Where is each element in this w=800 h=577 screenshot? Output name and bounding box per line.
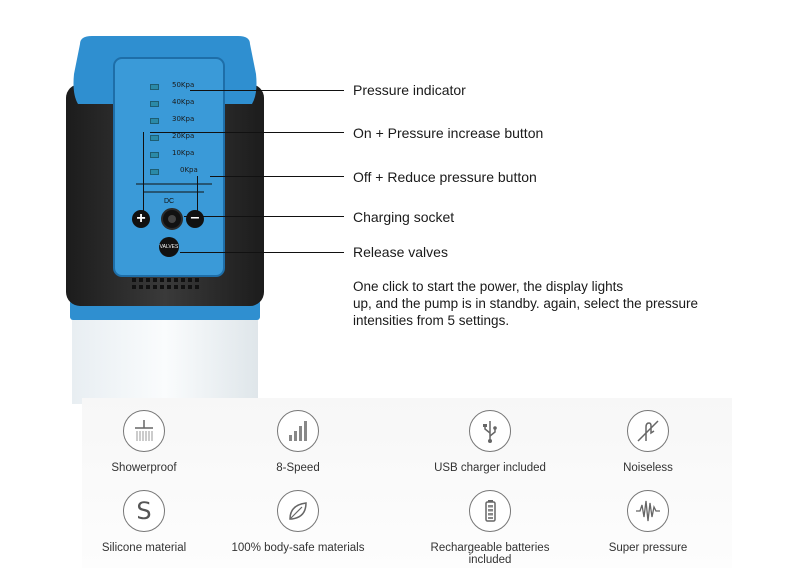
scale-label: 50Kpa: [172, 81, 195, 89]
callout-pressure-indicator: Pressure indicator: [353, 82, 466, 98]
battery-icon: [469, 490, 511, 532]
feature-label: 8-Speed: [276, 462, 320, 474]
leader-line: [150, 132, 344, 133]
scale-label: 20Kpa: [172, 132, 195, 140]
shower-icon: [123, 410, 165, 452]
leader-line: [143, 132, 144, 214]
pressure-led: [150, 152, 159, 158]
pressure-led: [150, 169, 159, 175]
pressure-led: [150, 135, 159, 141]
pump-device-body: [66, 36, 264, 404]
description: One click to start the power, the displa…: [353, 278, 773, 329]
pump-tube: [72, 304, 258, 404]
callout-reduce-button: Off + Reduce pressure button: [353, 169, 537, 185]
feature-super-pressure: Super pressure: [568, 490, 728, 554]
feature-8-speed: 8-Speed: [218, 410, 378, 474]
leader-line: [197, 176, 198, 214]
feature-label: 100% body-safe materials: [231, 542, 365, 554]
feature-noiseless: Noiseless: [568, 410, 728, 474]
pressure-increase-button[interactable]: +: [132, 210, 150, 228]
leaf-icon: [277, 490, 319, 532]
pressure-wave-icon: [627, 490, 669, 532]
leader-line: [190, 90, 344, 91]
feature-usb-charger: USB charger included: [410, 410, 570, 474]
dc-label: DC: [164, 198, 175, 205]
scale-label: 30Kpa: [172, 115, 195, 123]
feature-silicone: S Silicone material: [64, 490, 224, 554]
usb-icon: [469, 410, 511, 452]
callout-charging-socket: Charging socket: [353, 209, 455, 225]
description-line: One click to start the power, the displa…: [353, 279, 624, 294]
pressure-reduce-button[interactable]: −: [186, 210, 204, 228]
feature-label: Super pressure: [608, 542, 688, 554]
feature-label: USB charger included: [434, 462, 546, 474]
pump-device: 50Kpa 40Kpa 30Kpa 20Kpa 10Kpa 0Kpa DC + …: [62, 34, 268, 404]
pressure-led: [150, 84, 159, 90]
scale-label: 40Kpa: [172, 98, 195, 106]
features-panel: Showerproof 8-Speed USB charger included…: [82, 398, 732, 568]
feature-label: Noiseless: [623, 462, 673, 474]
scale-label: 0Kpa: [180, 166, 198, 174]
silicone-s-icon: S: [123, 490, 165, 532]
speed-bars-icon: [277, 410, 319, 452]
callout-release-valves: Release valves: [353, 244, 448, 260]
charging-socket[interactable]: [161, 208, 183, 230]
leader-line: [184, 216, 344, 217]
noiseless-icon: [627, 410, 669, 452]
feature-label: Showerproof: [111, 462, 177, 474]
feature-body-safe: 100% body-safe materials: [218, 490, 378, 554]
scale-label: 10Kpa: [172, 149, 195, 157]
silicone-s-glyph: S: [136, 497, 152, 525]
feature-rechargeable: Rechargeable batteries included: [410, 490, 570, 566]
description-line: up, and the pump is in standby. again, s…: [353, 296, 698, 311]
leader-line: [210, 176, 344, 177]
feature-label: Rechargeable batteries included: [430, 542, 550, 566]
pressure-led: [150, 118, 159, 124]
description-line: intensities from 5 settings.: [353, 313, 510, 328]
callout-increase-button: On + Pressure increase button: [353, 125, 544, 141]
leader-line: [180, 252, 344, 253]
feature-showerproof: Showerproof: [64, 410, 224, 474]
pressure-led: [150, 101, 159, 107]
release-valves-button[interactable]: VALVES: [159, 237, 179, 257]
feature-label: Silicone material: [101, 542, 187, 554]
